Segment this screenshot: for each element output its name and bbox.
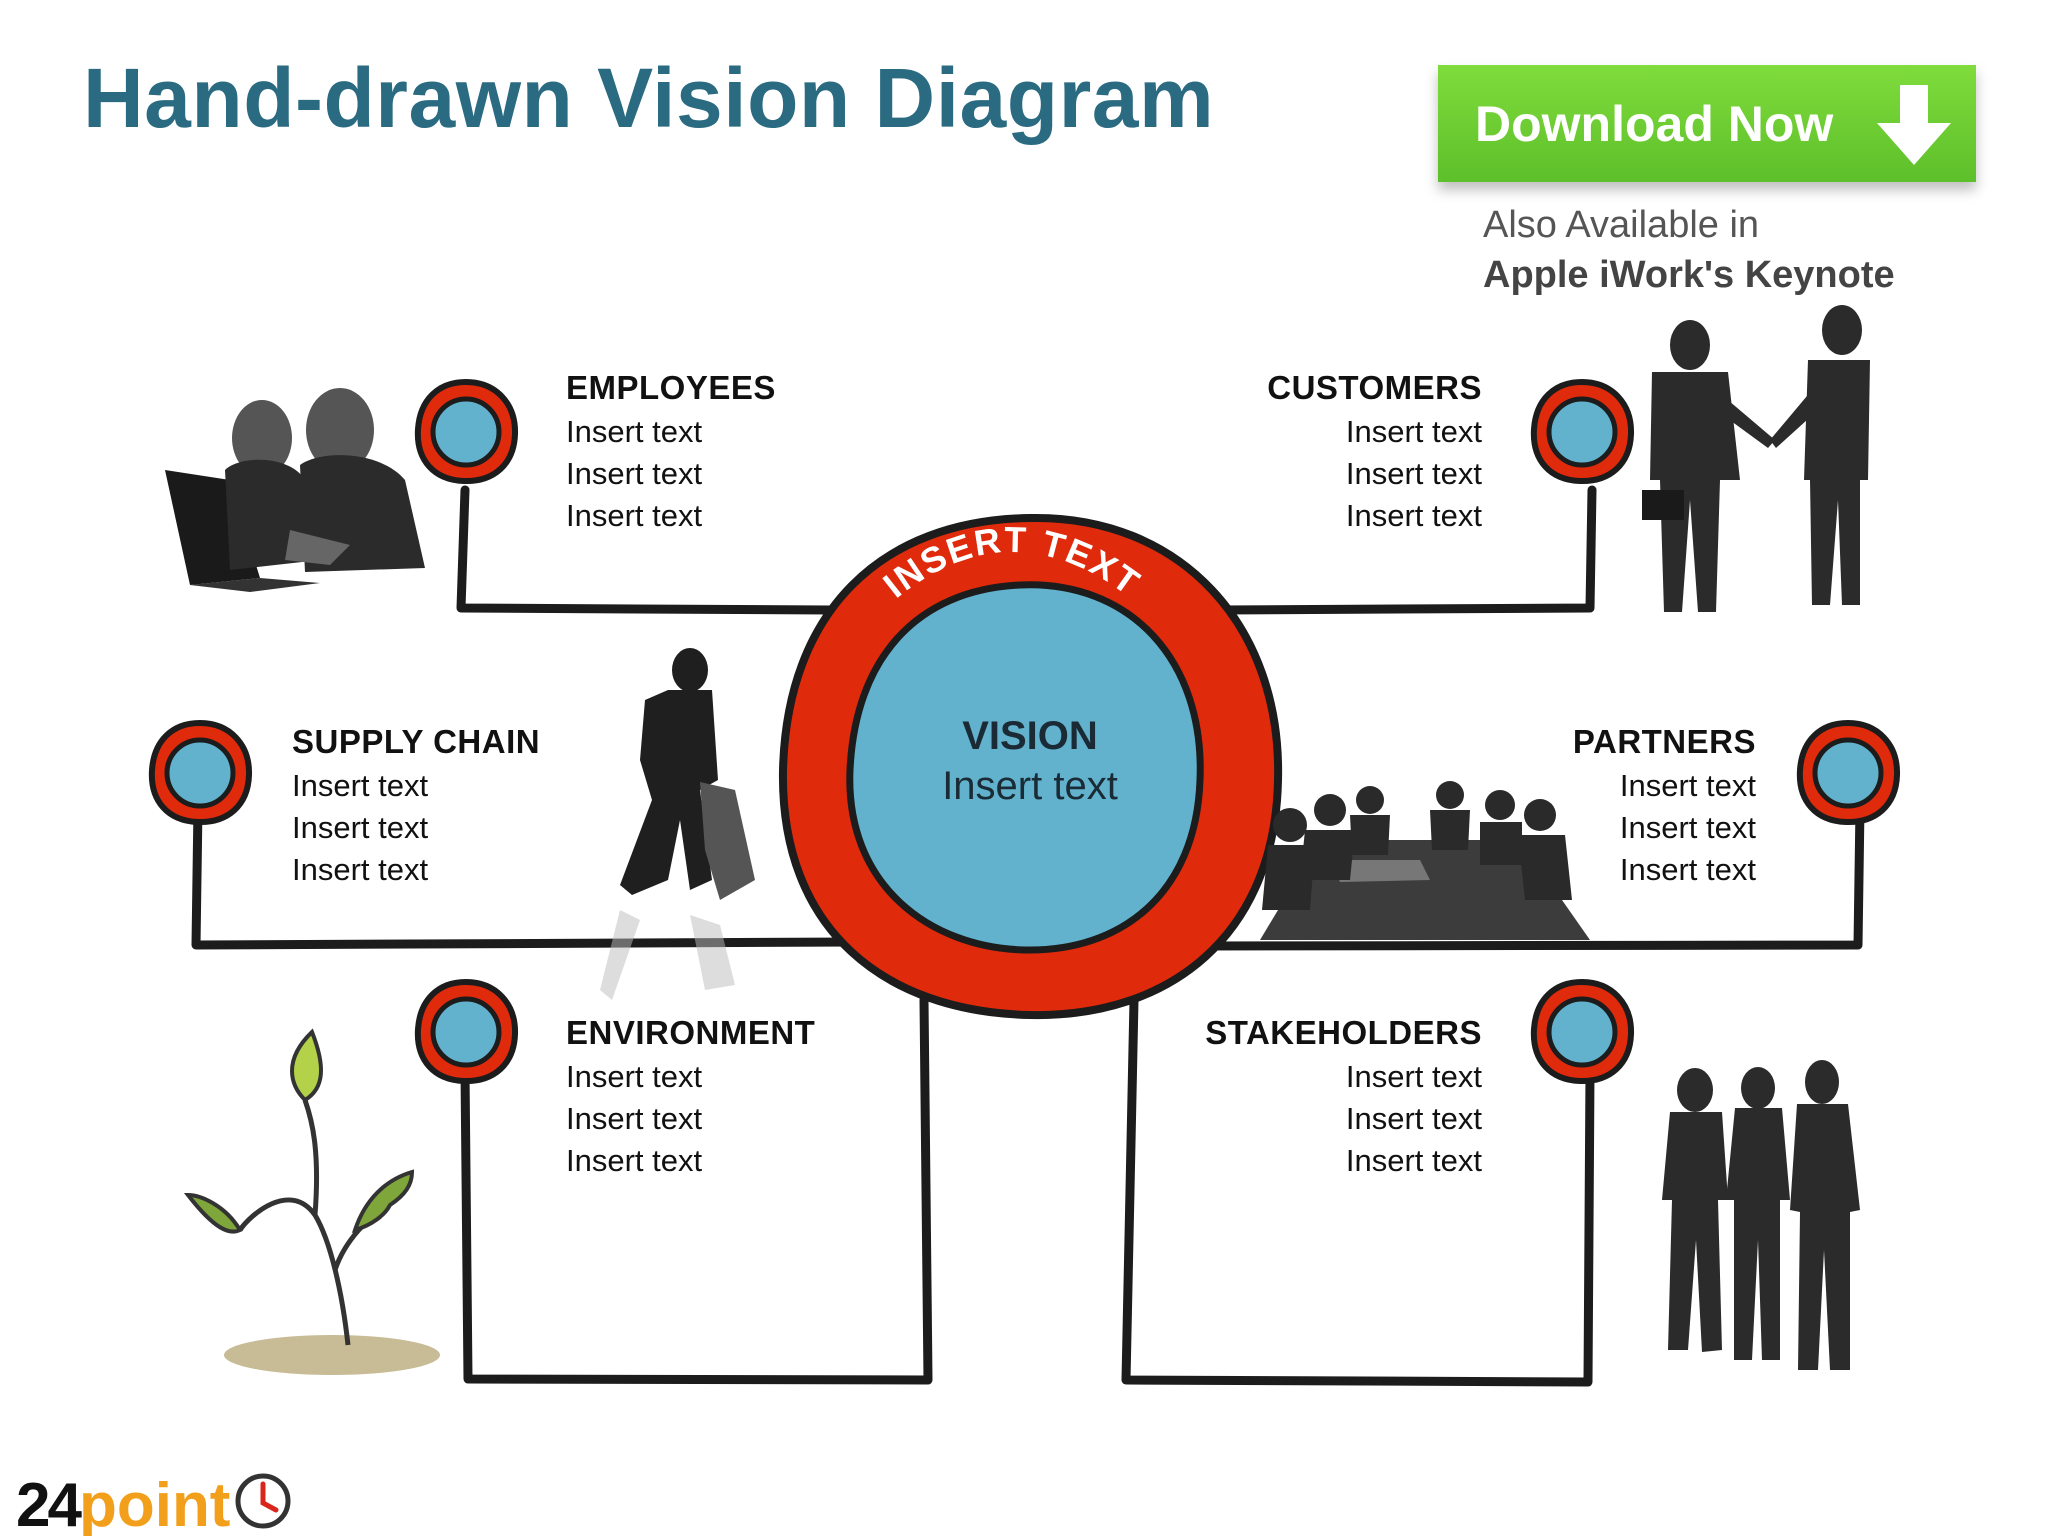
availability-line1: Also Available in — [1483, 204, 1760, 246]
down-arrow-icon — [1877, 85, 1951, 165]
supply-chain-line: Insert text — [292, 768, 429, 803]
environment-heading: ENVIRONMENT — [566, 1014, 816, 1051]
employees-line: Insert text — [566, 456, 703, 491]
employees-line: Insert text — [566, 498, 703, 533]
partners-line: Insert text — [1619, 768, 1756, 803]
environment-line: Insert text — [566, 1143, 703, 1178]
customers-text: CUSTOMERS Insert text Insert text Insert… — [1062, 365, 1482, 537]
stakeholders-heading: STAKEHOLDERS — [1205, 1014, 1482, 1051]
clock-icon — [235, 1473, 291, 1529]
environment-line: Insert text — [566, 1059, 703, 1094]
connector-customers — [1215, 485, 1597, 615]
environment-text: ENVIRONMENT Insert text Insert text Inse… — [566, 1010, 986, 1182]
women-laptop-icon — [165, 388, 425, 592]
business-group-icon — [1662, 1060, 1860, 1370]
customers-line: Insert text — [1345, 414, 1482, 449]
node-employees — [414, 378, 519, 485]
logo-number: 24 — [16, 1471, 82, 1536]
availability-line2: Apple iWork's Keynote — [1483, 254, 1895, 296]
logo-word: point — [78, 1471, 231, 1536]
center-node: INSERT TEXT — [778, 513, 1283, 1020]
stakeholders-line: Insert text — [1345, 1143, 1482, 1178]
partners-line: Insert text — [1619, 810, 1756, 845]
partners-text: PARTNERS Insert text Insert text Insert … — [1336, 719, 1756, 891]
supply-chain-line: Insert text — [292, 810, 429, 845]
customers-heading: CUSTOMERS — [1267, 369, 1482, 406]
node-partners — [1796, 719, 1901, 826]
page-title: Hand-drawn Vision Diagram — [83, 51, 1215, 145]
node-supply-chain — [148, 719, 253, 826]
supply-chain-text: SUPPLY CHAIN Insert text Insert text Ins… — [292, 719, 712, 891]
environment-line: Insert text — [566, 1101, 703, 1136]
connector-environment — [460, 995, 933, 1385]
vision-text: VISION Insert text — [880, 712, 1180, 812]
connector-supply-chain — [191, 802, 860, 950]
connector-stakeholders — [1121, 995, 1595, 1387]
vision-body: Insert text — [942, 764, 1118, 808]
employees-line: Insert text — [566, 414, 703, 449]
handshake-icon — [1642, 305, 1870, 612]
vision-heading: VISION — [962, 714, 1098, 758]
worker-hand-truck-icon — [600, 648, 755, 1000]
brand-logo: 24point — [16, 1470, 292, 1536]
download-button[interactable]: Download Now — [1438, 65, 1976, 182]
partners-heading: PARTNERS — [1572, 723, 1756, 760]
partners-line: Insert text — [1619, 852, 1756, 887]
download-label: Download Now — [1475, 95, 1834, 152]
availability-note: Also Available in Apple iWork's Keynote — [1483, 200, 1895, 300]
employees-text: EMPLOYEES Insert text Insert text Insert… — [566, 365, 986, 537]
supply-chain-line: Insert text — [292, 852, 429, 887]
stakeholders-text: STAKEHOLDERS Insert text Insert text Ins… — [1062, 1010, 1482, 1182]
connector-partners — [1195, 802, 1865, 951]
customers-line: Insert text — [1345, 498, 1482, 533]
connector-employees — [456, 485, 835, 615]
node-environment — [414, 978, 519, 1085]
customers-line: Insert text — [1345, 456, 1482, 491]
supply-chain-heading: SUPPLY CHAIN — [292, 723, 541, 760]
sprout-icon — [183, 1028, 440, 1375]
stakeholders-line: Insert text — [1345, 1101, 1482, 1136]
center-core — [846, 581, 1204, 954]
employees-heading: EMPLOYEES — [566, 369, 776, 406]
node-customers — [1530, 378, 1635, 485]
stakeholders-line: Insert text — [1345, 1059, 1482, 1094]
meeting-table-icon — [1260, 781, 1590, 940]
node-stakeholders — [1530, 978, 1635, 1085]
